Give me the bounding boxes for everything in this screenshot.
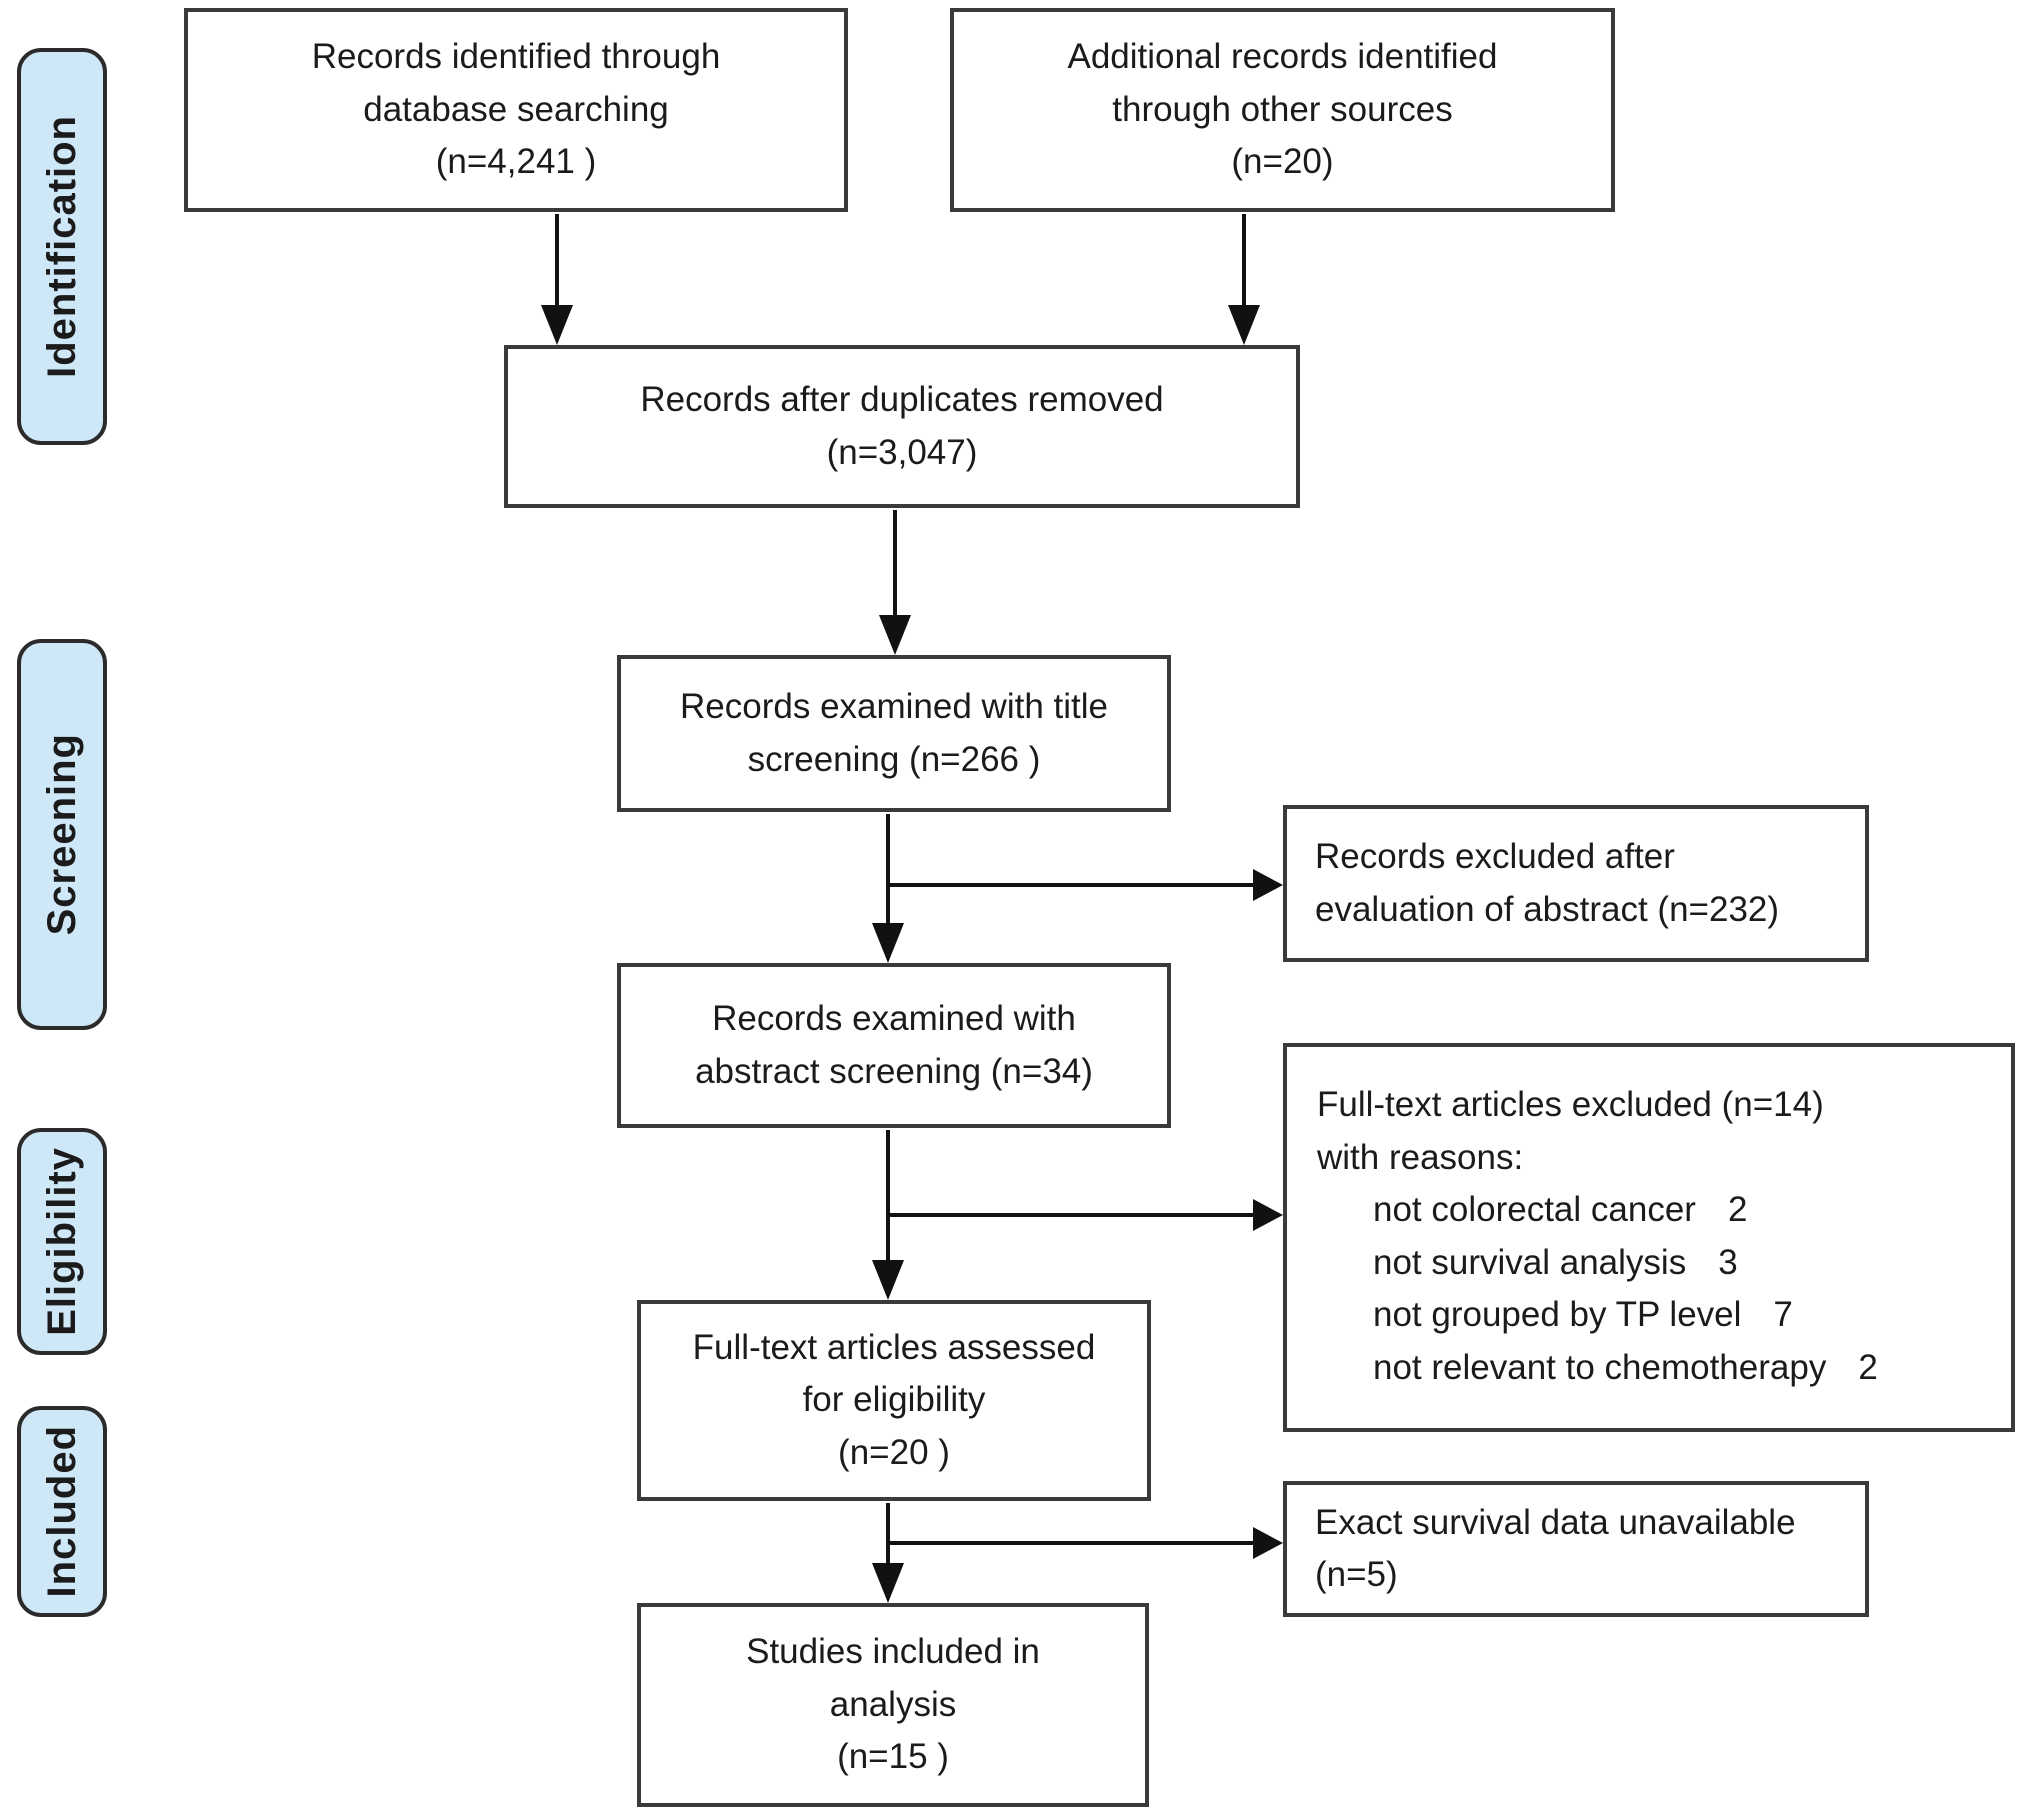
exclusion-reason-label: not grouped by TP level bbox=[1373, 1295, 1742, 1334]
box-after-duplicates: Records after duplicates removed (n=3,04… bbox=[504, 345, 1300, 508]
box-abstract-screening-text: Records examined with abstract screening… bbox=[695, 999, 1093, 1091]
exclusion-reason-count: 7 bbox=[1773, 1295, 1793, 1334]
arrow-assessed-to-survival-unavailable bbox=[888, 1541, 1253, 1545]
stage-pill-included: Included bbox=[17, 1406, 107, 1617]
box-abstract-screening: Records examined with abstract screening… bbox=[617, 963, 1171, 1128]
arrow-additional-to-duplicates bbox=[1242, 214, 1246, 307]
box-after-duplicates-text: Records after duplicates removed (n=3,04… bbox=[640, 380, 1164, 472]
box-records-excluded: Records excluded after evaluation of abs… bbox=[1283, 805, 1869, 962]
arrowhead-assessed-to-included bbox=[872, 1563, 904, 1603]
box-records-excluded-text: Records excluded after evaluation of abs… bbox=[1315, 837, 1780, 929]
stage-label-included: Included bbox=[39, 1425, 84, 1598]
arrow-assessed-to-included bbox=[886, 1503, 890, 1565]
exclusion-reason-label: not colorectal cancer bbox=[1373, 1190, 1696, 1229]
box-records-identified-text: Records identified through database sear… bbox=[311, 37, 721, 182]
stage-pill-eligibility: Eligibility bbox=[17, 1128, 107, 1355]
fulltext-excluded-subtitle: with reasons: bbox=[1317, 1137, 1524, 1177]
box-additional-records: Additional records identified through ot… bbox=[950, 8, 1615, 212]
stage-pill-screening: Screening bbox=[17, 639, 107, 1030]
box-survival-unavailable-text: Exact survival data unavailable (n=5) bbox=[1315, 1502, 1796, 1595]
exclusion-reason-row: not grouped by TP level 7 bbox=[1317, 1289, 1991, 1342]
arrow-duplicates-to-title-screening bbox=[893, 510, 897, 617]
arrow-abstract-to-fulltext-assessed bbox=[886, 1130, 890, 1262]
box-studies-included-text: Studies included in analysis (n=15 ) bbox=[746, 1632, 1040, 1777]
stage-pill-identification: Identification bbox=[17, 48, 107, 445]
exclusion-reason-count: 2 bbox=[1727, 1190, 1748, 1229]
exclusion-reason-count: 3 bbox=[1718, 1242, 1738, 1282]
arrowhead-title-to-abstract-screening bbox=[872, 923, 904, 963]
fulltext-excluded-title: Full-text articles excluded (n=14) bbox=[1317, 1085, 1824, 1124]
exclusion-reason-label: not survival analysis bbox=[1373, 1242, 1687, 1282]
arrowhead-abstract-to-fulltext-assessed bbox=[872, 1260, 904, 1300]
arrow-abstract-to-fulltext-excluded bbox=[888, 1213, 1253, 1217]
box-fulltext-assessed: Full-text articles assessed for eligibil… bbox=[637, 1300, 1151, 1501]
box-studies-included: Studies included in analysis (n=15 ) bbox=[637, 1603, 1149, 1807]
arrow-identified-to-duplicates bbox=[555, 214, 559, 307]
arrowhead-duplicates-to-title-screening bbox=[879, 615, 911, 655]
exclusion-reason-count: 2 bbox=[1858, 1347, 1878, 1387]
stage-label-screening: Screening bbox=[39, 733, 84, 936]
box-fulltext-excluded: Full-text articles excluded (n=14) with … bbox=[1283, 1043, 2015, 1432]
box-records-identified: Records identified through database sear… bbox=[184, 8, 848, 212]
arrow-title-to-abstract-screening bbox=[886, 814, 890, 925]
arrowhead-title-to-records-excluded bbox=[1253, 869, 1283, 901]
box-title-screening: Records examined with title screening (n… bbox=[617, 655, 1171, 812]
arrowhead-additional-to-duplicates bbox=[1228, 305, 1260, 345]
exclusion-reason-row: not relevant to chemotherapy 2 bbox=[1317, 1342, 1991, 1395]
arrowhead-identified-to-duplicates bbox=[541, 305, 573, 345]
box-title-screening-text: Records examined with title screening (n… bbox=[680, 687, 1108, 779]
arrowhead-abstract-to-fulltext-excluded bbox=[1253, 1199, 1283, 1231]
arrowhead-assessed-to-survival-unavailable bbox=[1253, 1527, 1283, 1559]
arrow-title-to-records-excluded bbox=[888, 883, 1253, 887]
exclusion-reason-row: not survival analysis 3 bbox=[1317, 1237, 1991, 1290]
box-fulltext-assessed-text: Full-text articles assessed for eligibil… bbox=[692, 1327, 1096, 1472]
box-additional-records-text: Additional records identified through ot… bbox=[1067, 37, 1498, 182]
exclusion-reason-row: not colorectal cancer 2 bbox=[1317, 1184, 1991, 1237]
exclusion-reason-label: not relevant to chemotherapy bbox=[1373, 1347, 1827, 1387]
stage-label-eligibility: Eligibility bbox=[39, 1147, 84, 1336]
box-survival-unavailable: Exact survival data unavailable (n=5) bbox=[1283, 1481, 1869, 1617]
stage-label-identification: Identification bbox=[39, 115, 84, 378]
